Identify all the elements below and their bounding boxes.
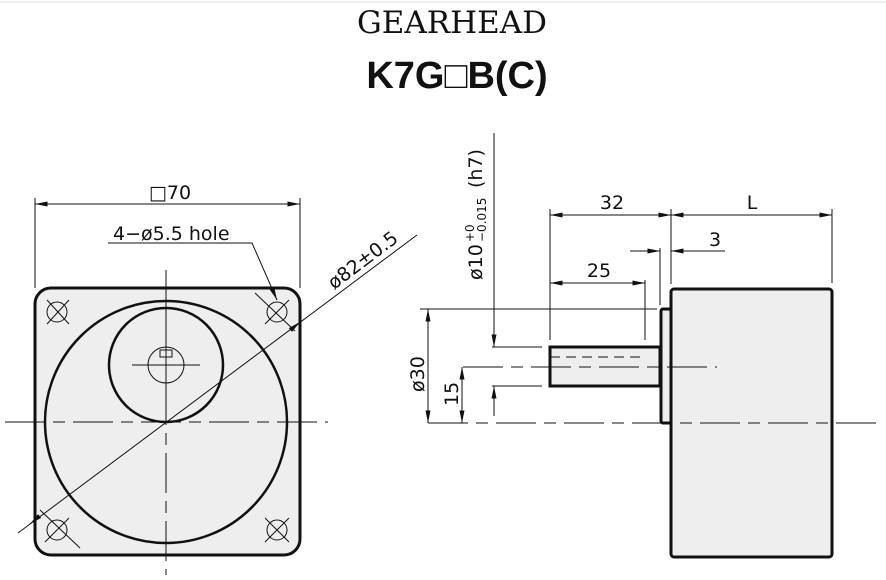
model-number: K7G□B(C) (366, 55, 547, 97)
mounting-hole-icon (39, 509, 81, 549)
pcd-dimension: ø82±0.5 (324, 227, 403, 294)
hole-label: 4−ø5.5 hole (113, 223, 230, 245)
body-length-dimension: L (747, 192, 758, 214)
shaft-length-dimension: 32 (600, 192, 624, 214)
mounting-hole-icon (264, 517, 290, 543)
shaft-offset-dimension: 15 (441, 382, 463, 406)
mounting-hole-icon (46, 299, 70, 325)
square-dimension: □70 (149, 182, 191, 204)
front-view: □70 4−ø5.5 hole ø82±0.5 (5, 182, 418, 575)
svg-text:ø10: ø10 (465, 244, 487, 280)
key-length-dimension: 25 (587, 260, 611, 282)
svg-text:+0: +0 (463, 224, 477, 242)
pilot-flange (659, 307, 673, 425)
svg-text:−0.015: −0.015 (475, 198, 489, 242)
shaft-diameter-dimension: ø10 +0 −0.015 (h7) (463, 149, 489, 280)
drawing-title: GEARHEAD (357, 5, 547, 41)
side-view: 32 L 3 25 ø10 +0 −0.015 (h7) ø30 15 (407, 133, 880, 559)
svg-text:(h7): (h7) (465, 149, 487, 188)
mounting-hole-icon (254, 292, 296, 332)
pilot-diameter-dimension: ø30 (407, 356, 429, 392)
flange-thickness-dimension: 3 (709, 229, 721, 251)
